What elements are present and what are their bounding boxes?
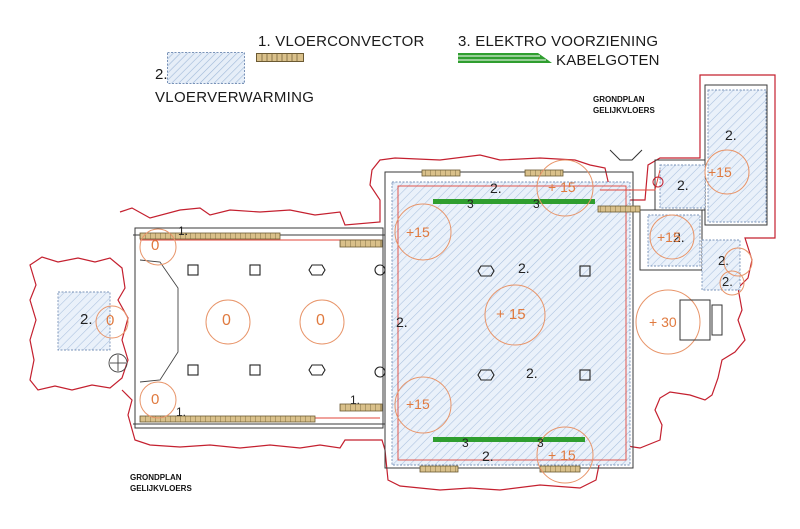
legend-floor-heating-number: 2. — [155, 66, 168, 83]
temp-label-hall-south: + 15 — [548, 447, 576, 463]
temp-label-nave-west: 0 — [222, 312, 231, 329]
zone-label-small-room-b: 2. — [722, 274, 733, 289]
temp-label-hall-north: + 15 — [548, 179, 576, 195]
cable-trays — [433, 199, 595, 442]
plan-caption-top-line1: GRONDPLAN — [593, 95, 645, 104]
temperature-circles — [95, 149, 753, 484]
pillars — [187, 264, 591, 381]
zone-label-west-chapel: 2. — [80, 311, 93, 328]
temp-label-nave-sw: 0 — [151, 391, 160, 408]
zone-label-small-room-a: 2. — [718, 253, 729, 268]
convector-label-south: 1. — [176, 405, 187, 419]
zone-label-hall-mid: 2. — [526, 365, 538, 381]
temp-label-side-room: +15 — [657, 229, 681, 245]
zone-label-hall-south: 2. — [482, 448, 494, 464]
plan-caption-bottom: GRONDPLAN GELIJKVLOERS — [130, 472, 192, 494]
legend-floor-heating-label: VLOERVERWARMING — [155, 89, 315, 106]
temp-label-nave-east: 0 — [316, 312, 325, 329]
zone-label-sacristy: 2. — [725, 127, 737, 143]
legend-convector-swatch — [256, 53, 304, 62]
legend-floor-convector-label: 1. VLOERCONVECTOR — [258, 33, 425, 50]
legend-electrical-label: 3. ELEKTRO VOORZIENING — [458, 33, 659, 50]
convectors — [139, 169, 641, 473]
convector-label-crossing: 1. — [350, 393, 361, 407]
zone-label-hall-center: 2. — [518, 260, 530, 276]
temp-label-hall-center: + 15 — [496, 306, 526, 323]
zone-label-side-room: 2. — [673, 229, 685, 245]
temp-label-sacristy: +15 — [708, 164, 732, 180]
legend-cable-tray-label: KABELGOTEN — [556, 52, 660, 69]
floor-heating-zones — [57, 89, 767, 466]
temp-label-crossing-north: +15 — [406, 224, 430, 240]
cable-tray-label-north-right: 3 — [533, 197, 540, 211]
plan-caption-top-line2: GELIJKVLOERS — [593, 106, 655, 115]
legend-hatch-swatch — [167, 52, 245, 84]
plan-caption-top: GRONDPLAN GELIJKVLOERS — [593, 94, 655, 116]
plan-caption-bottom-line1: GRONDPLAN — [130, 473, 182, 482]
zone-label-hall-north: 2. — [490, 180, 502, 196]
temp-label-east-apse: + 30 — [649, 314, 677, 330]
building-outline — [29, 74, 776, 491]
legend-cable-tray-swatch — [458, 53, 552, 63]
temp-label-nave-nw: 0 — [151, 237, 160, 254]
cable-tray-label-south-left: 3 — [462, 436, 469, 450]
temp-label-crossing-south: +15 — [406, 396, 430, 412]
convector-label-north: 1. — [178, 224, 189, 238]
cable-tray-label-south-right: 3 — [537, 436, 544, 450]
zone-label-crossing: 2. — [396, 314, 408, 330]
cable-tray-label-north-left: 3 — [467, 197, 474, 211]
temp-label-chapel: 0 — [106, 312, 115, 329]
plan-caption-bottom-line2: GELIJKVLOERS — [130, 484, 192, 493]
zone-label-east-room: 2. — [677, 177, 689, 193]
